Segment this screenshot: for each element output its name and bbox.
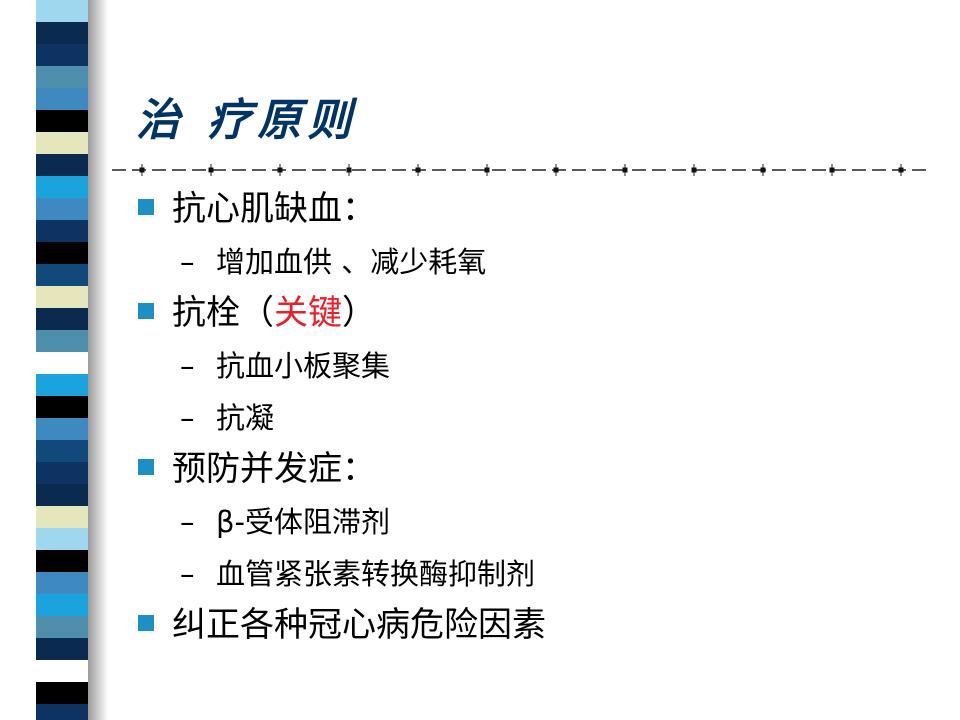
- dash-bullet-icon: –: [180, 505, 195, 539]
- sub-bullet-item: – β-受体阻滞剂: [136, 498, 936, 550]
- bullet-item-antithrombotic: 抗栓（关键）: [136, 290, 936, 342]
- sub-bullet-item: – 血管紧张素转换酶抑制剂: [136, 550, 936, 602]
- square-bullet-icon: [138, 199, 154, 215]
- bullet-item-risk-factors: 纠正各种冠心病危险因素: [136, 602, 936, 654]
- bullet-text-after: ）: [342, 293, 376, 333]
- bullet-text-highlight: 关键: [274, 293, 342, 333]
- dash-bullet-icon: –: [180, 557, 195, 591]
- bullet-text: 抗心肌缺血：: [172, 189, 376, 229]
- sub-bullet-text: 抗血小板聚集: [216, 349, 391, 383]
- sub-bullet-text: 增加血供 、减少耗氧: [216, 245, 487, 279]
- sub-bullet-text: 抗凝: [216, 401, 275, 435]
- square-bullet-icon: [138, 615, 154, 631]
- dashed-divider: [112, 164, 930, 176]
- bullet-item-anti-ischemia: 抗心肌缺血：: [136, 186, 936, 238]
- square-bullet-icon: [138, 303, 154, 319]
- dash-bullet-icon: –: [180, 349, 195, 383]
- bullet-text-before: 抗栓（: [172, 293, 274, 333]
- dash-bullet-icon: –: [180, 401, 195, 435]
- sub-bullet-item: – 增加血供 、减少耗氧: [136, 238, 936, 290]
- sub-bullet-item: – 抗凝: [136, 394, 936, 446]
- bullet-list: 抗心肌缺血： – 增加血供 、减少耗氧 抗栓（关键） – 抗血小板聚集 – 抗凝…: [136, 186, 936, 654]
- sub-bullet-text: 血管紧张素转换酶抑制剂: [216, 557, 536, 591]
- bullet-text: 预防并发症：: [172, 449, 376, 489]
- bullet-item-complications: 预防并发症：: [136, 446, 936, 498]
- decorative-sidebar: [36, 0, 108, 720]
- dash-bullet-icon: –: [180, 245, 195, 279]
- bullet-text: 纠正各种冠心病危险因素: [172, 605, 546, 645]
- slide-title: 治 疗原则: [136, 95, 358, 146]
- sub-bullet-item: – 抗血小板聚集: [136, 342, 936, 394]
- square-bullet-icon: [138, 459, 154, 475]
- sub-bullet-text: β-受体阻滞剂: [216, 505, 390, 539]
